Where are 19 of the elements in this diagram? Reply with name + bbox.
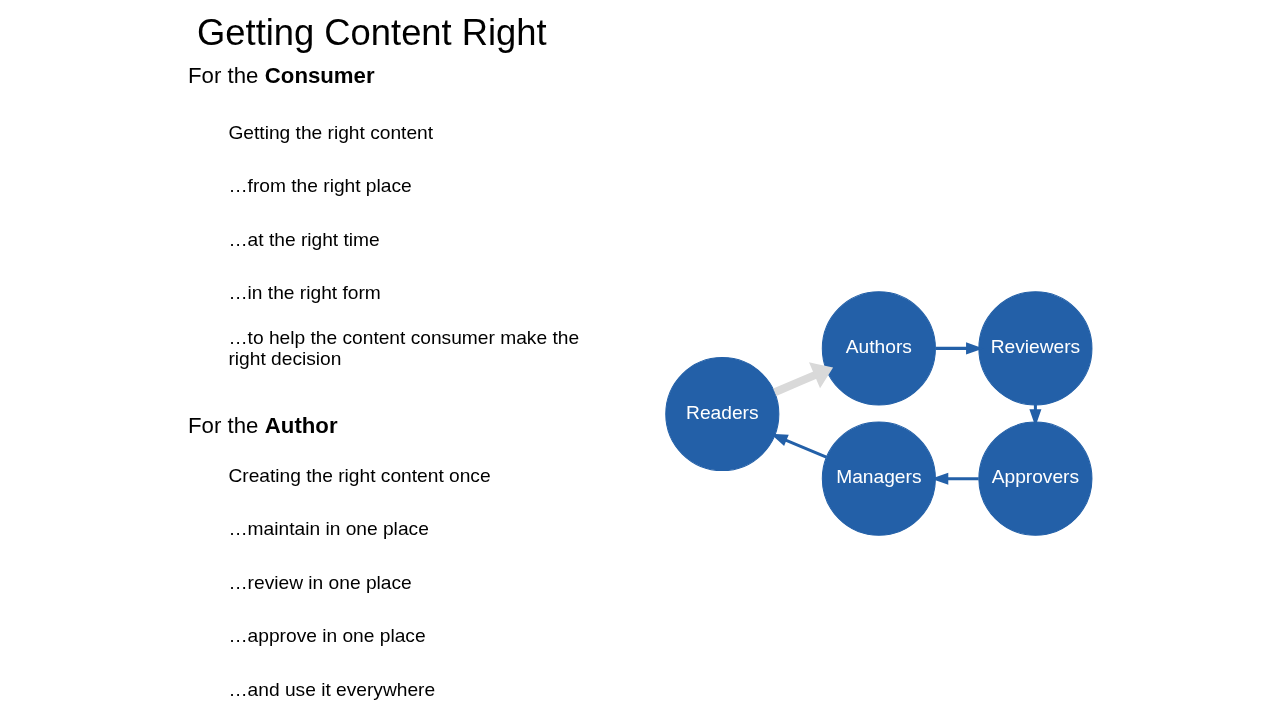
label: …at the right time (228, 228, 380, 250)
label: Creating the right content once (228, 464, 491, 486)
node-circle: Reviewers (978, 291, 1093, 406)
diagram-title: Getting Content Right (197, 12, 547, 54)
label: …and use it everywhere (228, 679, 436, 701)
node-circle: Authors (821, 291, 936, 406)
node-circle: Readers (665, 356, 780, 472)
label: Getting the right content (228, 121, 434, 143)
node-circle: Approvers (978, 421, 1093, 536)
arrow (773, 362, 834, 396)
node-circle: Managers (821, 421, 936, 536)
label: …approve in one place (228, 625, 426, 647)
label: …review in one place (228, 571, 412, 593)
label: …from the right place (228, 175, 412, 197)
label: …maintain in one place (228, 518, 429, 540)
label: …to help the content consumer make the right decision (228, 326, 580, 369)
label: …in the right form (228, 282, 381, 304)
label: For the Consumer (188, 63, 375, 89)
label: For the Author (188, 412, 338, 438)
